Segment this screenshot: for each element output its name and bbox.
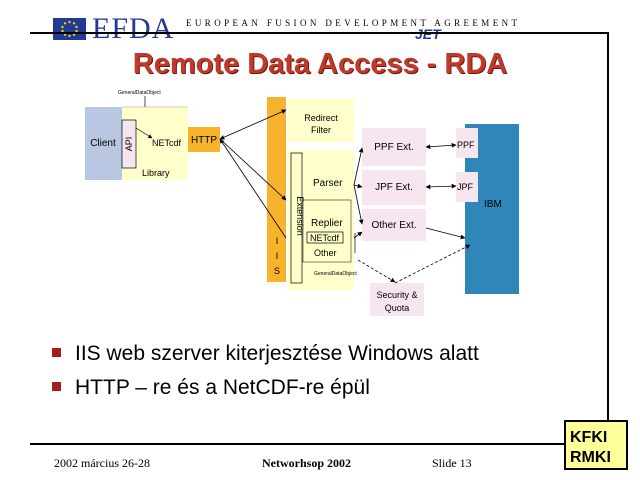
redirect-filter-label-1: Redirect — [304, 113, 338, 123]
jpf-ext-box — [362, 170, 426, 205]
security-label-1: Security & — [376, 290, 417, 300]
bullet-2-text: HTTP – re és a NetCDF-re épül — [75, 376, 370, 399]
general-data-object-bottom-label: GeneralDataObject — [314, 271, 357, 277]
other-label: Other — [314, 248, 337, 258]
svg-text:RMKI: RMKI — [570, 449, 611, 466]
other-ext-label: Other Ext. — [371, 220, 416, 231]
jpf-label: JPF — [457, 182, 474, 192]
http-label: HTTP — [191, 135, 217, 146]
svg-text:KFKI: KFKI — [570, 429, 607, 446]
eu-flag-icon — [53, 18, 86, 40]
ppf-box — [456, 128, 478, 158]
bullet-square-icon — [52, 348, 61, 357]
jpf-box — [456, 172, 478, 202]
netcdf-label: NETcdf — [152, 138, 182, 148]
footer-event: Networhsop 2002 — [262, 456, 351, 470]
client-label: Client — [90, 138, 116, 149]
api-box — [121, 119, 137, 169]
footer-date: 2002 március 26-28 — [54, 456, 150, 470]
iis-label-i1: I — [276, 236, 279, 246]
rda-architecture-diagram: I I S GeneralDataObject Client API NETcd… — [85, 90, 519, 316]
slide-frame-right — [607, 32, 609, 442]
bullet-1-text: IIS web szerver kiterjesztése Windows al… — [75, 342, 479, 365]
slide-frame-top — [30, 32, 608, 34]
library-label: Library — [142, 168, 170, 178]
iis-bar — [267, 97, 286, 282]
other-ext-box — [362, 209, 426, 241]
jpf-ext-label: JPF Ext. — [375, 182, 413, 193]
slide-title: Remote Data Access - RDA — [132, 48, 508, 80]
jet-logo: JET — [415, 26, 441, 42]
ppf-label: PPF — [457, 140, 475, 150]
redirect-filter-box — [288, 99, 354, 142]
extension-label: Extension — [295, 196, 305, 236]
security-quota-box — [370, 283, 424, 316]
iis-label-s: S — [274, 266, 280, 276]
http-box — [188, 127, 220, 152]
bullet-2: HTTP – re és a NetCDF-re épül — [52, 376, 370, 400]
bullet-1: IIS web szerver kiterjesztése Windows al… — [52, 342, 479, 366]
parser-label: Parser — [313, 178, 343, 189]
redirect-filter-label-2: Filter — [311, 125, 331, 135]
ppf-ext-box — [362, 128, 426, 166]
replier-label: Replier — [311, 218, 343, 229]
iis-label-i2: I — [276, 251, 279, 261]
slide-frame-bottom — [30, 443, 565, 445]
ppf-ext-label: PPF Ext. — [374, 142, 413, 153]
efda-tagline: EUROPEAN FUSION DEVELOPMENT AGREEMENT — [186, 18, 521, 28]
netcdf2-label: NETcdf — [310, 233, 340, 243]
client-box — [85, 107, 122, 180]
efda-logo-text: EFDA — [92, 12, 175, 45]
bullet-square-icon — [52, 382, 61, 391]
security-label-2: Quota — [385, 303, 410, 313]
footer-slide-number: Slide 13 — [432, 456, 472, 470]
general-data-object-top-label: GeneralDataObject — [118, 90, 161, 96]
kfki-rmki-logo: KFKI RMKI — [564, 420, 628, 470]
ibm-label: IBM — [484, 199, 502, 210]
api-label: API — [124, 137, 134, 152]
